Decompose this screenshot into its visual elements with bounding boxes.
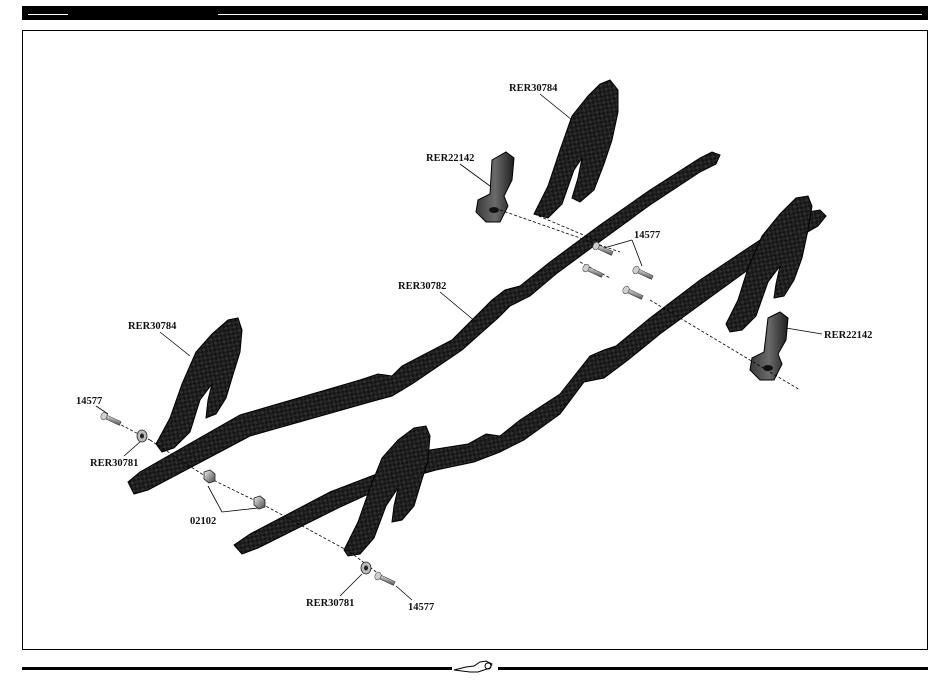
label-14577-bottom: 14577 — [408, 602, 434, 613]
label-rer30784-rear: RER30784 — [509, 83, 558, 94]
label-rer22142-right: RER22142 — [824, 330, 872, 341]
frame-rail-right — [234, 210, 826, 554]
label-14577-left: 14577 — [76, 396, 102, 407]
body-mount-left — [476, 152, 514, 222]
label-rer30781-bottom: RER30781 — [306, 598, 354, 609]
label-rer30784-front: RER30784 — [128, 321, 177, 332]
label-14577-mid: 14577 — [634, 230, 660, 241]
label-rer30782: RER30782 — [398, 281, 446, 292]
label-rer22142-left: RER22142 — [426, 153, 474, 164]
shock-tower-rear — [534, 80, 618, 218]
label-02102: 02102 — [190, 516, 216, 527]
redcat-logo-icon — [452, 658, 498, 676]
label-rer30781-left: RER30781 — [90, 458, 138, 469]
nut-icon — [204, 470, 265, 509]
body-mount-right — [750, 312, 788, 380]
